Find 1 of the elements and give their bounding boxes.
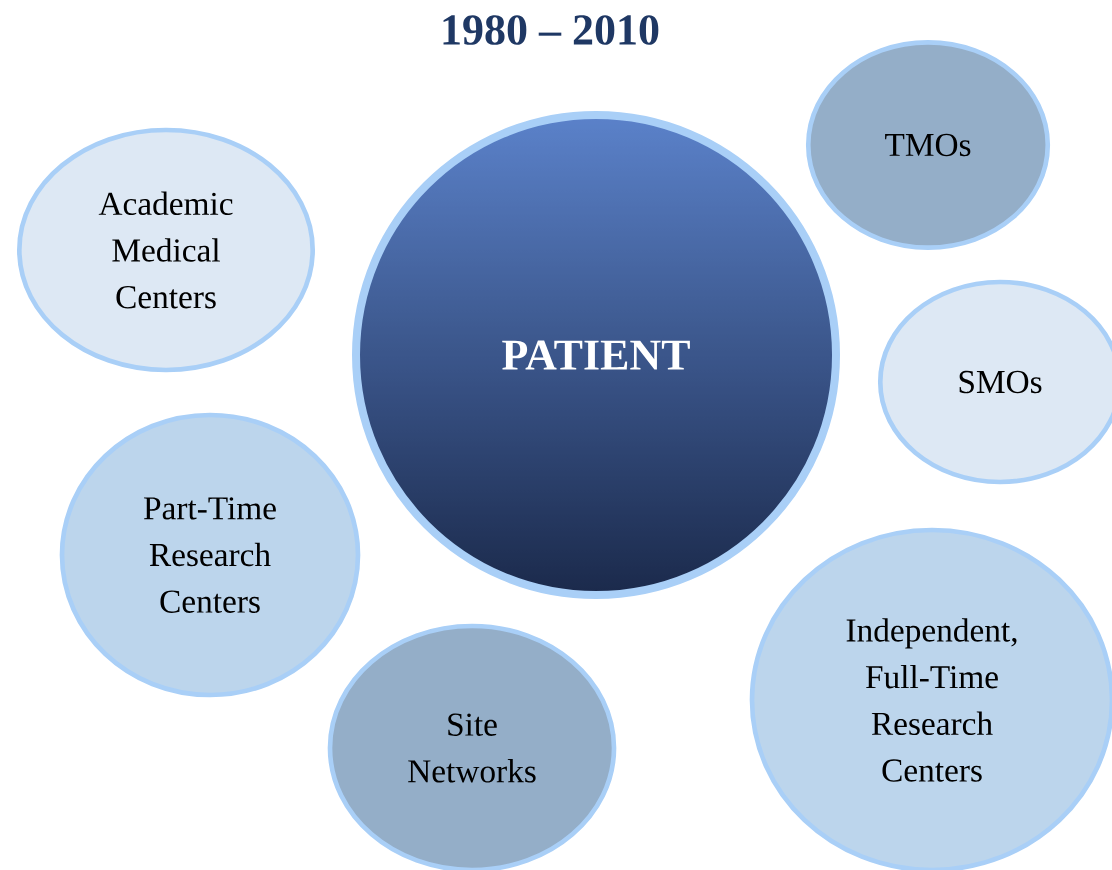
- title: 1980 – 2010: [443, 15, 659, 45]
